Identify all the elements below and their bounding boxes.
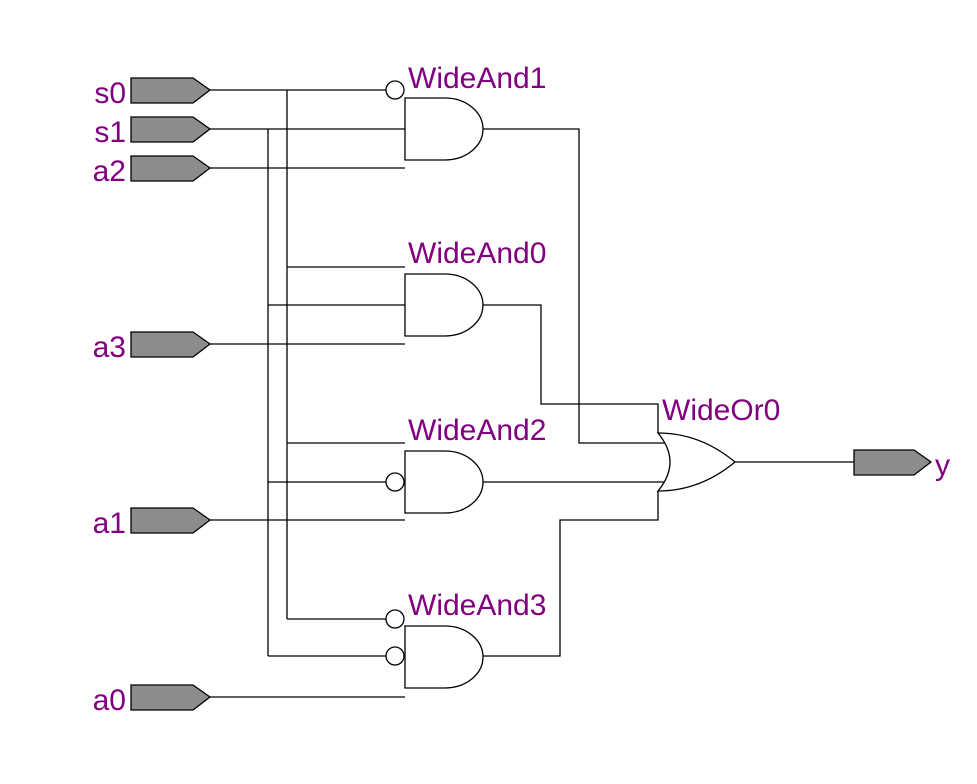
wire-and0-out	[483, 304, 659, 433]
port-a1-arrow[interactable]	[130, 507, 212, 534]
wire-and3-out	[483, 491, 659, 657]
port-a0[interactable]: a0	[93, 684, 212, 717]
port-s0-arrow[interactable]	[130, 77, 212, 104]
inverter-bubble-icon	[385, 646, 405, 666]
gate-label-wideor0: WideOr0	[662, 394, 780, 427]
port-a1[interactable]: a1	[93, 507, 212, 540]
gate-label-wideand0: WideAnd0	[408, 237, 546, 270]
gate-wideand0[interactable]: WideAnd0	[404, 237, 546, 337]
wires	[210, 89, 854, 698]
port-y-arrow[interactable]	[853, 449, 933, 476]
port-y[interactable]: y	[853, 449, 950, 482]
and-gate-icon	[404, 273, 484, 337]
and-gate-icon	[404, 450, 484, 514]
port-s0[interactable]: s0	[94, 77, 212, 110]
port-a2-arrow[interactable]	[130, 155, 212, 182]
port-a0-label: a0	[93, 684, 126, 717]
port-a0-arrow[interactable]	[130, 684, 212, 711]
gate-label-wideand3: WideAnd3	[408, 589, 546, 622]
port-a2-label: a2	[93, 155, 126, 188]
wire-s0	[210, 89, 405, 620]
or-gate-icon	[656, 432, 737, 492]
and-gate-icon	[404, 625, 484, 689]
gate-wideand2[interactable]: WideAnd2	[385, 414, 546, 514]
port-y-label: y	[935, 449, 950, 482]
inverter-bubble-icon	[385, 80, 405, 100]
gate-wideor0[interactable]: WideOr0	[656, 394, 780, 492]
wire-and1-out	[483, 128, 670, 444]
port-s1-label: s1	[94, 116, 126, 149]
wire-s1	[210, 128, 405, 657]
gate-wideand1[interactable]: WideAnd1	[385, 62, 546, 161]
inverter-bubble-icon	[385, 609, 405, 629]
port-s1-arrow[interactable]	[130, 116, 212, 143]
input-ports: s0 s1 a2 a3 a1 a0	[93, 77, 212, 717]
inverter-bubble-icon	[385, 472, 405, 492]
gate-wideand3[interactable]: WideAnd3	[385, 589, 546, 689]
port-a1-label: a1	[93, 507, 126, 540]
port-s1[interactable]: s1	[94, 116, 212, 149]
port-s0-label: s0	[94, 77, 126, 110]
port-a3[interactable]: a3	[93, 331, 212, 364]
gate-label-wideand1: WideAnd1	[408, 62, 546, 95]
and-gate-icon	[404, 97, 484, 161]
port-a3-arrow[interactable]	[130, 331, 212, 358]
gate-label-wideand2: WideAnd2	[408, 414, 546, 447]
port-a3-label: a3	[93, 331, 126, 364]
port-a2[interactable]: a2	[93, 155, 212, 188]
